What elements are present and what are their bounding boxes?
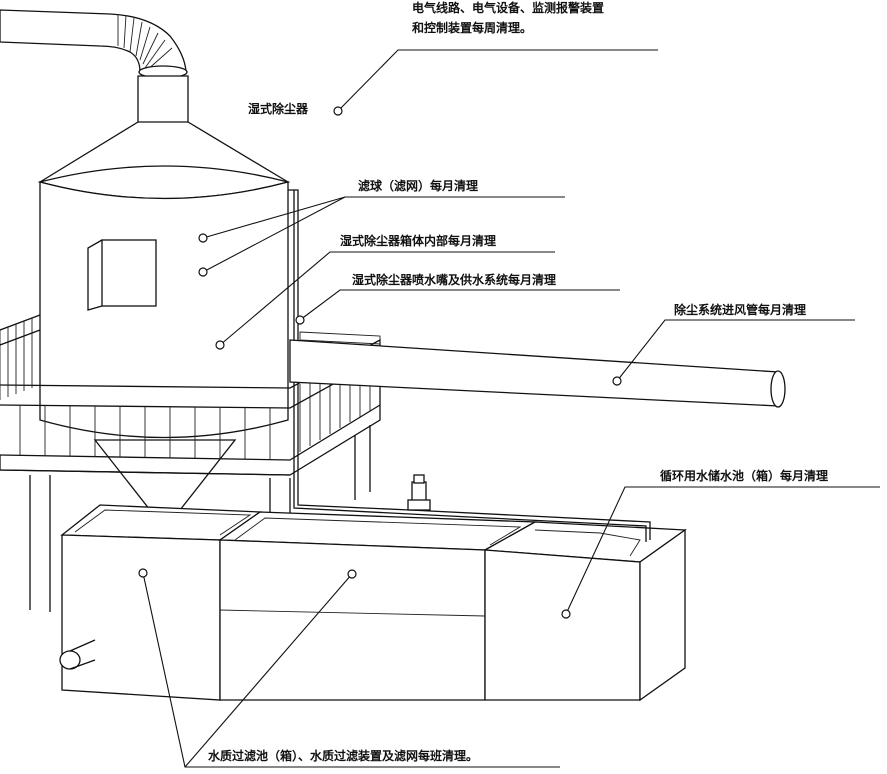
leader-box-interior — [219, 251, 555, 346]
annotation-dots — [138, 106, 622, 619]
label-inlet-duct: 除尘系统进风管每月清理 — [674, 303, 807, 317]
leader-inlet-duct — [616, 319, 855, 382]
dot-inlet-duct — [612, 376, 622, 386]
leader-nozzle — [299, 289, 620, 321]
label-wet-dust-collector: 湿式除尘器 — [248, 102, 309, 116]
label-electrical-line1: 电气线路、电气设备、监测报警装置 — [412, 1, 605, 15]
dot-filter-ball-1 — [198, 233, 208, 243]
leader-filter-pool — [142, 572, 560, 768]
label-electrical-line2: 和控制装置每周清理。 — [412, 21, 533, 35]
annotation-leaders — [142, 49, 880, 768]
top-inlet-duct — [0, 9, 188, 79]
leader-electrical — [337, 49, 658, 112]
inlet-duct — [289, 331, 786, 408]
dot-nozzle — [295, 315, 305, 325]
leader-filter-ball — [202, 196, 565, 273]
leader-circulation-pool — [565, 486, 880, 615]
dot-filter-pool-1 — [138, 568, 148, 578]
label-box-interior: 湿式除尘器箱体内部每月清理 — [340, 234, 497, 248]
label-circulation-pool: 循环用水储水池（箱）每月清理 — [660, 469, 829, 483]
dot-wet-dust-collector — [333, 106, 343, 116]
water-tanks — [59, 504, 687, 702]
label-filter-pool: 水质过滤池（箱）、水质过滤装置及滤网每班清理。 — [208, 749, 479, 763]
dot-filter-ball-2 — [198, 267, 208, 277]
dot-filter-pool-2 — [347, 569, 357, 579]
collector-top — [37, 75, 291, 200]
collector-body — [39, 181, 289, 511]
label-filter-ball: 滤球（滤网）每月清理 — [358, 179, 479, 193]
label-nozzle-supply: 湿式除尘器喷水嘴及供水系统每月清理 — [352, 273, 557, 287]
pump — [407, 474, 431, 511]
dot-circulation-pool — [561, 609, 571, 619]
dot-box-interior — [215, 340, 225, 350]
